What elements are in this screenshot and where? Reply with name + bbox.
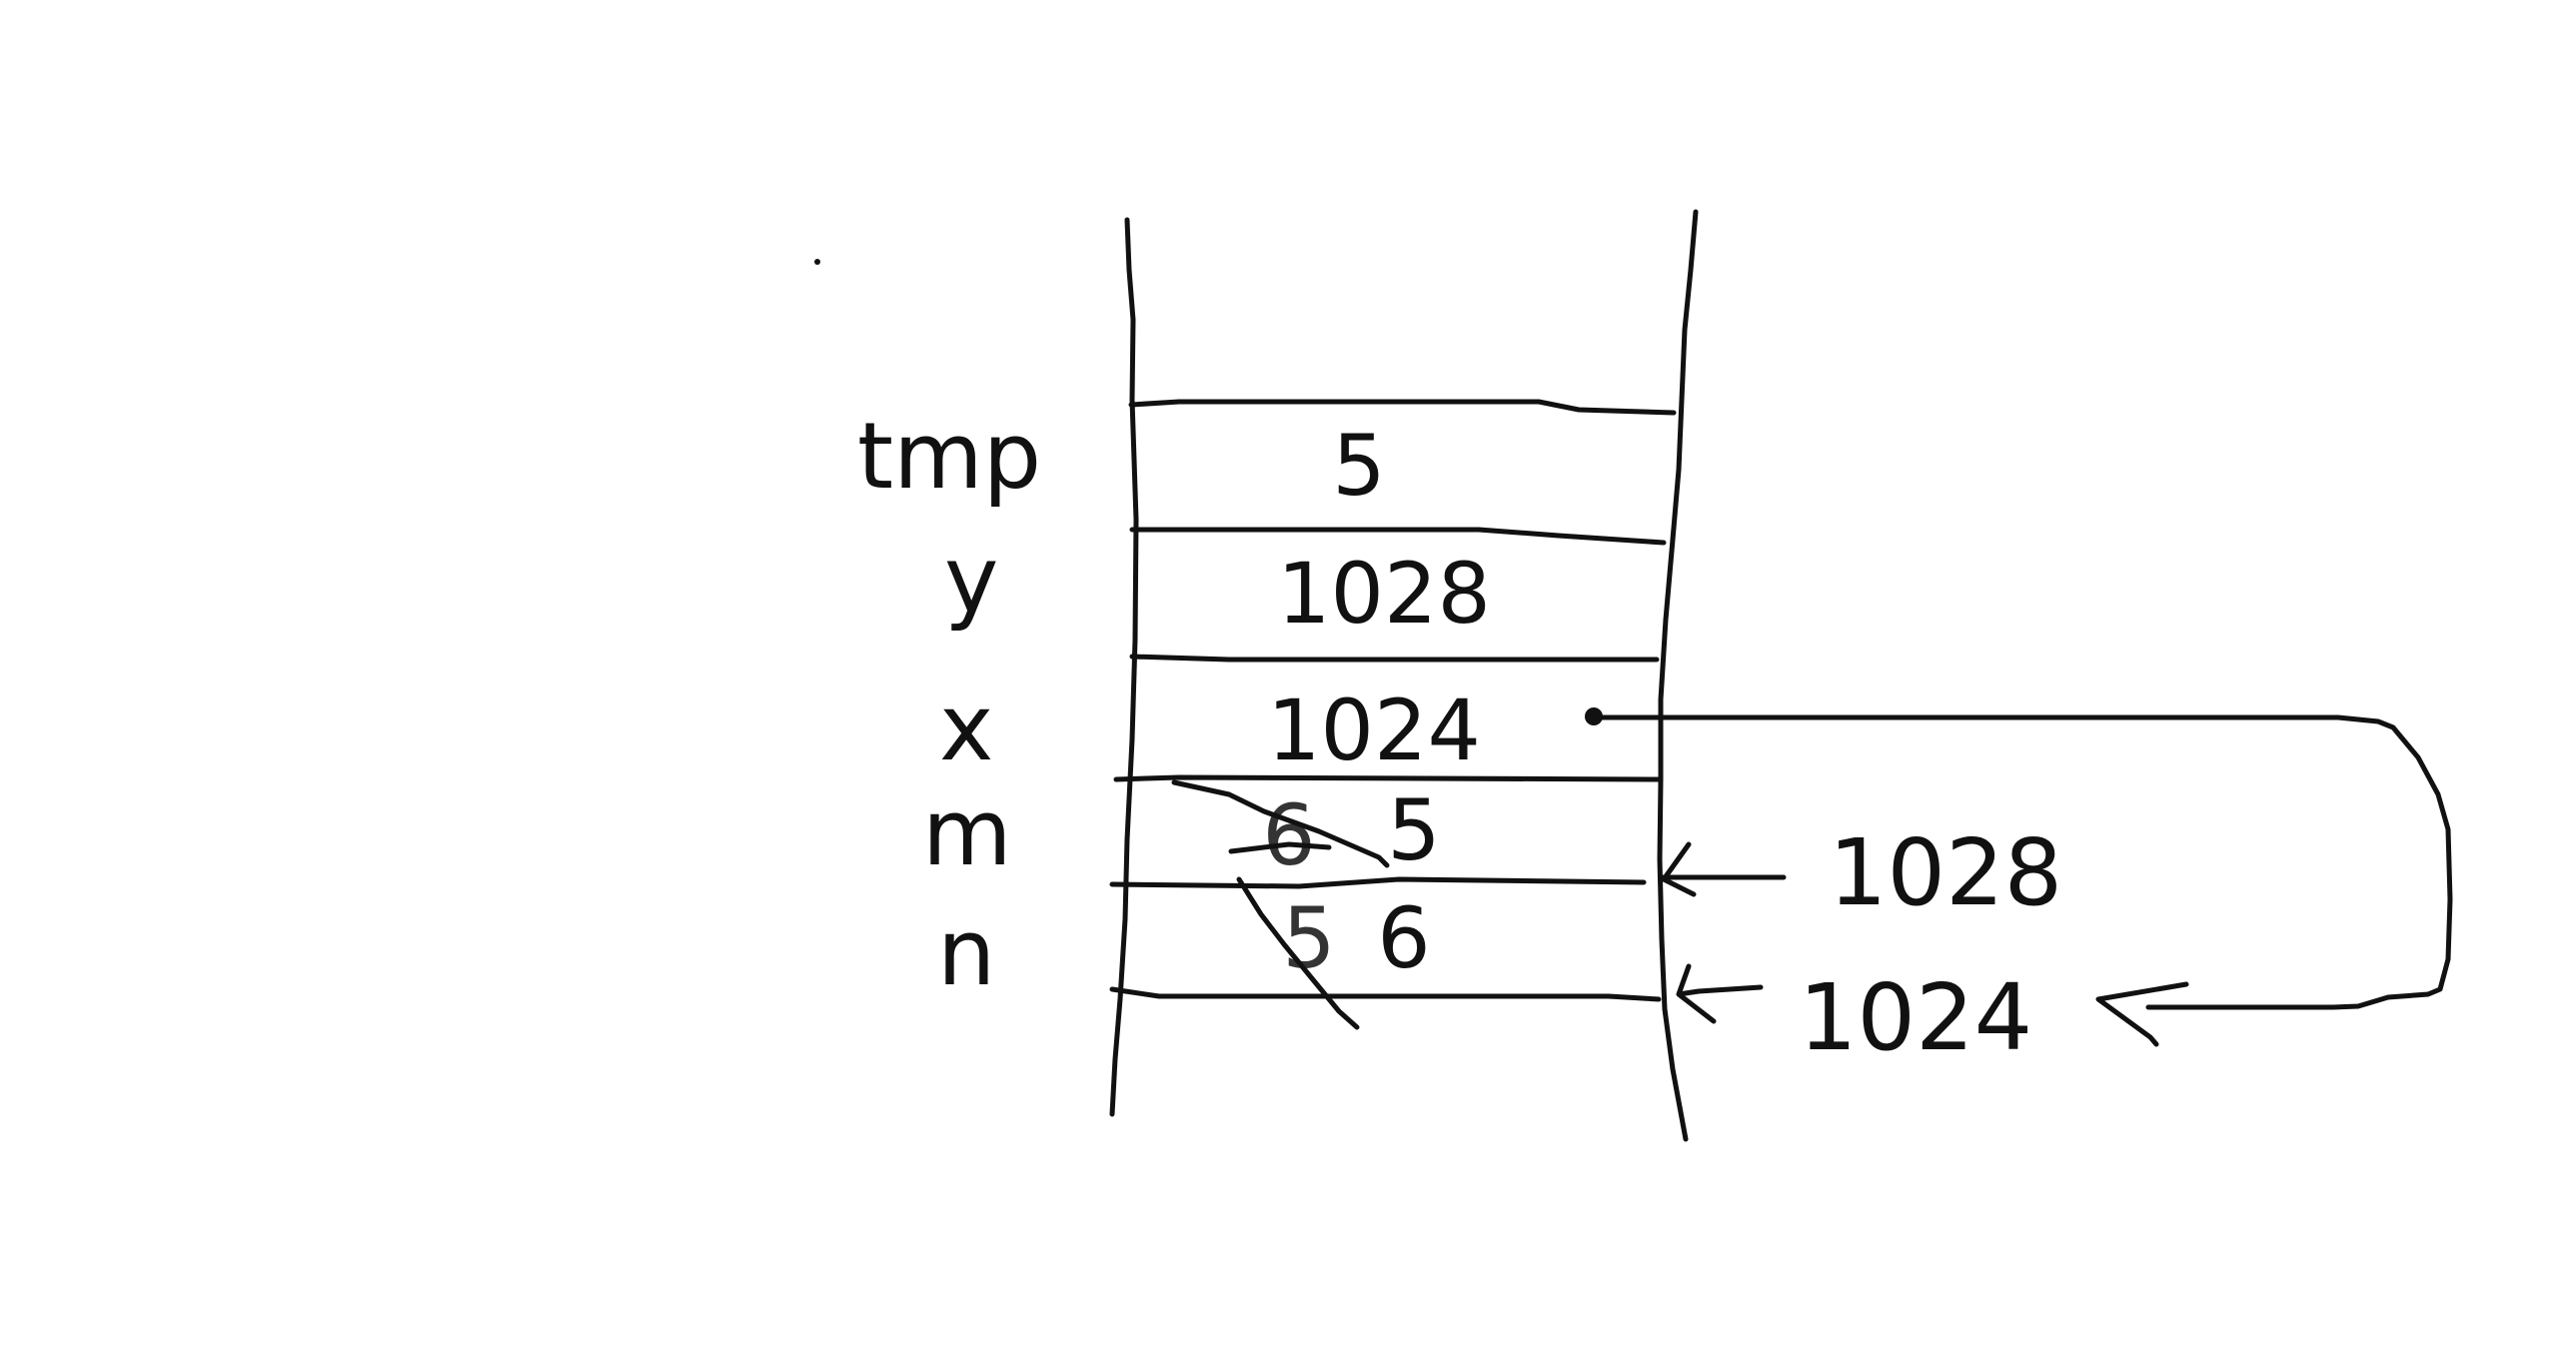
address-m: 1028 xyxy=(1829,819,2062,926)
cross-out-m xyxy=(1171,779,1390,868)
stack-right-wall xyxy=(1657,209,1699,1142)
label-m: m xyxy=(922,779,1012,886)
address-n: 1024 xyxy=(1799,964,2032,1071)
pointer-arrowhead xyxy=(2095,981,2189,1047)
stray-dot xyxy=(814,259,820,265)
cross-out-n xyxy=(1236,876,1360,1030)
pointer-origin-dot xyxy=(1585,707,1603,725)
value-m-old: 6 xyxy=(1262,786,1315,884)
label-tmp: tmp xyxy=(857,403,1041,510)
value-m: 5 xyxy=(1387,781,1440,879)
row-divider-bottom xyxy=(1109,986,1662,1002)
label-n: n xyxy=(937,899,995,1006)
label-x: x xyxy=(939,675,993,781)
cross-out-m-2 xyxy=(1228,841,1332,854)
value-n: 6 xyxy=(1377,889,1430,987)
address-arrow-n xyxy=(1676,963,1764,1024)
row-divider-1 xyxy=(1129,527,1667,546)
address-arrow-m xyxy=(1661,841,1787,897)
value-tmp: 5 xyxy=(1332,417,1385,515)
label-y: y xyxy=(944,527,998,634)
value-y: 1028 xyxy=(1277,545,1491,643)
row-divider-4 xyxy=(1109,876,1647,889)
row-divider-top xyxy=(1128,399,1677,416)
value-x: 1024 xyxy=(1267,682,1481,779)
stack-left-wall xyxy=(1109,217,1139,1117)
row-divider-3 xyxy=(1113,774,1662,782)
row-divider-2 xyxy=(1129,654,1660,663)
pointer-line-x-to-n xyxy=(1596,714,2453,1010)
